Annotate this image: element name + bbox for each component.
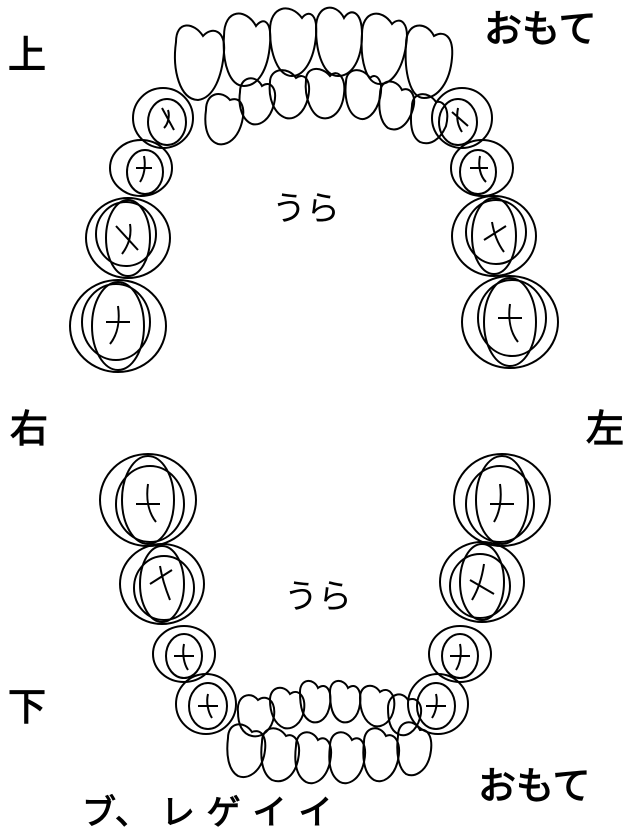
inner-top-label: うら <box>272 192 340 226</box>
left-side-label: 左 <box>586 410 624 448</box>
cut-off-text: ブ、 レ ゲ イ イ <box>82 796 332 830</box>
lower-anterior-teeth <box>227 681 431 783</box>
dental-chart <box>0 0 629 809</box>
upper-anterior-teeth <box>175 8 452 145</box>
lower-jaw-label: 下 <box>8 688 46 726</box>
surface-top-label: おもて <box>484 10 596 48</box>
lower-left-molars <box>408 454 550 734</box>
upper-right-molars <box>70 88 193 372</box>
lower-right-molars <box>100 454 236 734</box>
upper-left-molars <box>432 88 558 368</box>
inner-bottom-label: うら <box>284 580 352 614</box>
upper-jaw-label: 上 <box>8 36 46 74</box>
surface-bottom-label: おもて <box>478 767 590 805</box>
right-side-label: 右 <box>10 410 48 448</box>
